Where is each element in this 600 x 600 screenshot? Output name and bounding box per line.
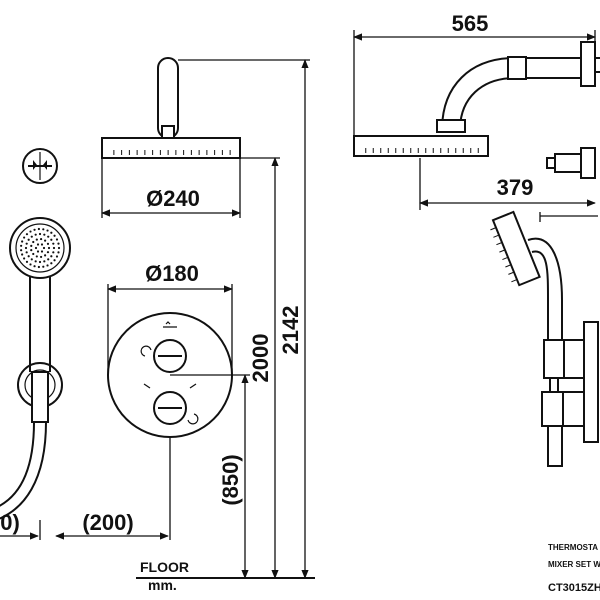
product-title-line1: THERMOSTA bbox=[548, 543, 598, 552]
arm-height-label: 2000 bbox=[248, 334, 273, 383]
dim-valve-height bbox=[170, 374, 250, 579]
dim-bottom-offsets bbox=[0, 438, 171, 540]
valve-height-label: (850) bbox=[218, 454, 243, 505]
hand-shower-icon bbox=[0, 217, 71, 520]
total-height-label: 2142 bbox=[278, 306, 303, 355]
shower-head-side-icon bbox=[353, 135, 489, 157]
shower-head-front-icon bbox=[101, 137, 241, 159]
offset-far-left-label: 0) bbox=[0, 510, 20, 535]
dim-overall-width bbox=[353, 30, 596, 140]
shower-arm-side-icon bbox=[436, 56, 581, 133]
side-diverter-icon bbox=[546, 147, 596, 179]
dim-head-diameter bbox=[101, 158, 241, 218]
side-knob-icon bbox=[22, 148, 58, 184]
head-diameter-label: Ø240 bbox=[146, 186, 200, 211]
arm-projection-label: 379 bbox=[497, 175, 534, 200]
shower-riser-icon bbox=[157, 57, 179, 139]
dim-total-height bbox=[178, 59, 310, 579]
overall-width-label: 565 bbox=[452, 11, 489, 36]
dim-plate-diameter bbox=[107, 284, 233, 375]
valve-plate-icon bbox=[107, 312, 233, 438]
plate-diameter-label: Ø180 bbox=[145, 261, 199, 286]
unit-label: mm. bbox=[148, 577, 177, 593]
dim-arm-height bbox=[240, 157, 280, 579]
product-title-line2: MIXER SET W bbox=[548, 560, 600, 569]
wall-flange-icon bbox=[580, 41, 600, 87]
hand-shower-side-icon bbox=[490, 210, 599, 467]
offset-left-label: (200) bbox=[82, 510, 133, 535]
dim-arm-projection bbox=[419, 158, 596, 210]
model-number: CT3015ZH bbox=[548, 582, 600, 594]
dim-side-right bbox=[539, 212, 598, 222]
floor-label: FLOOR bbox=[140, 559, 189, 575]
